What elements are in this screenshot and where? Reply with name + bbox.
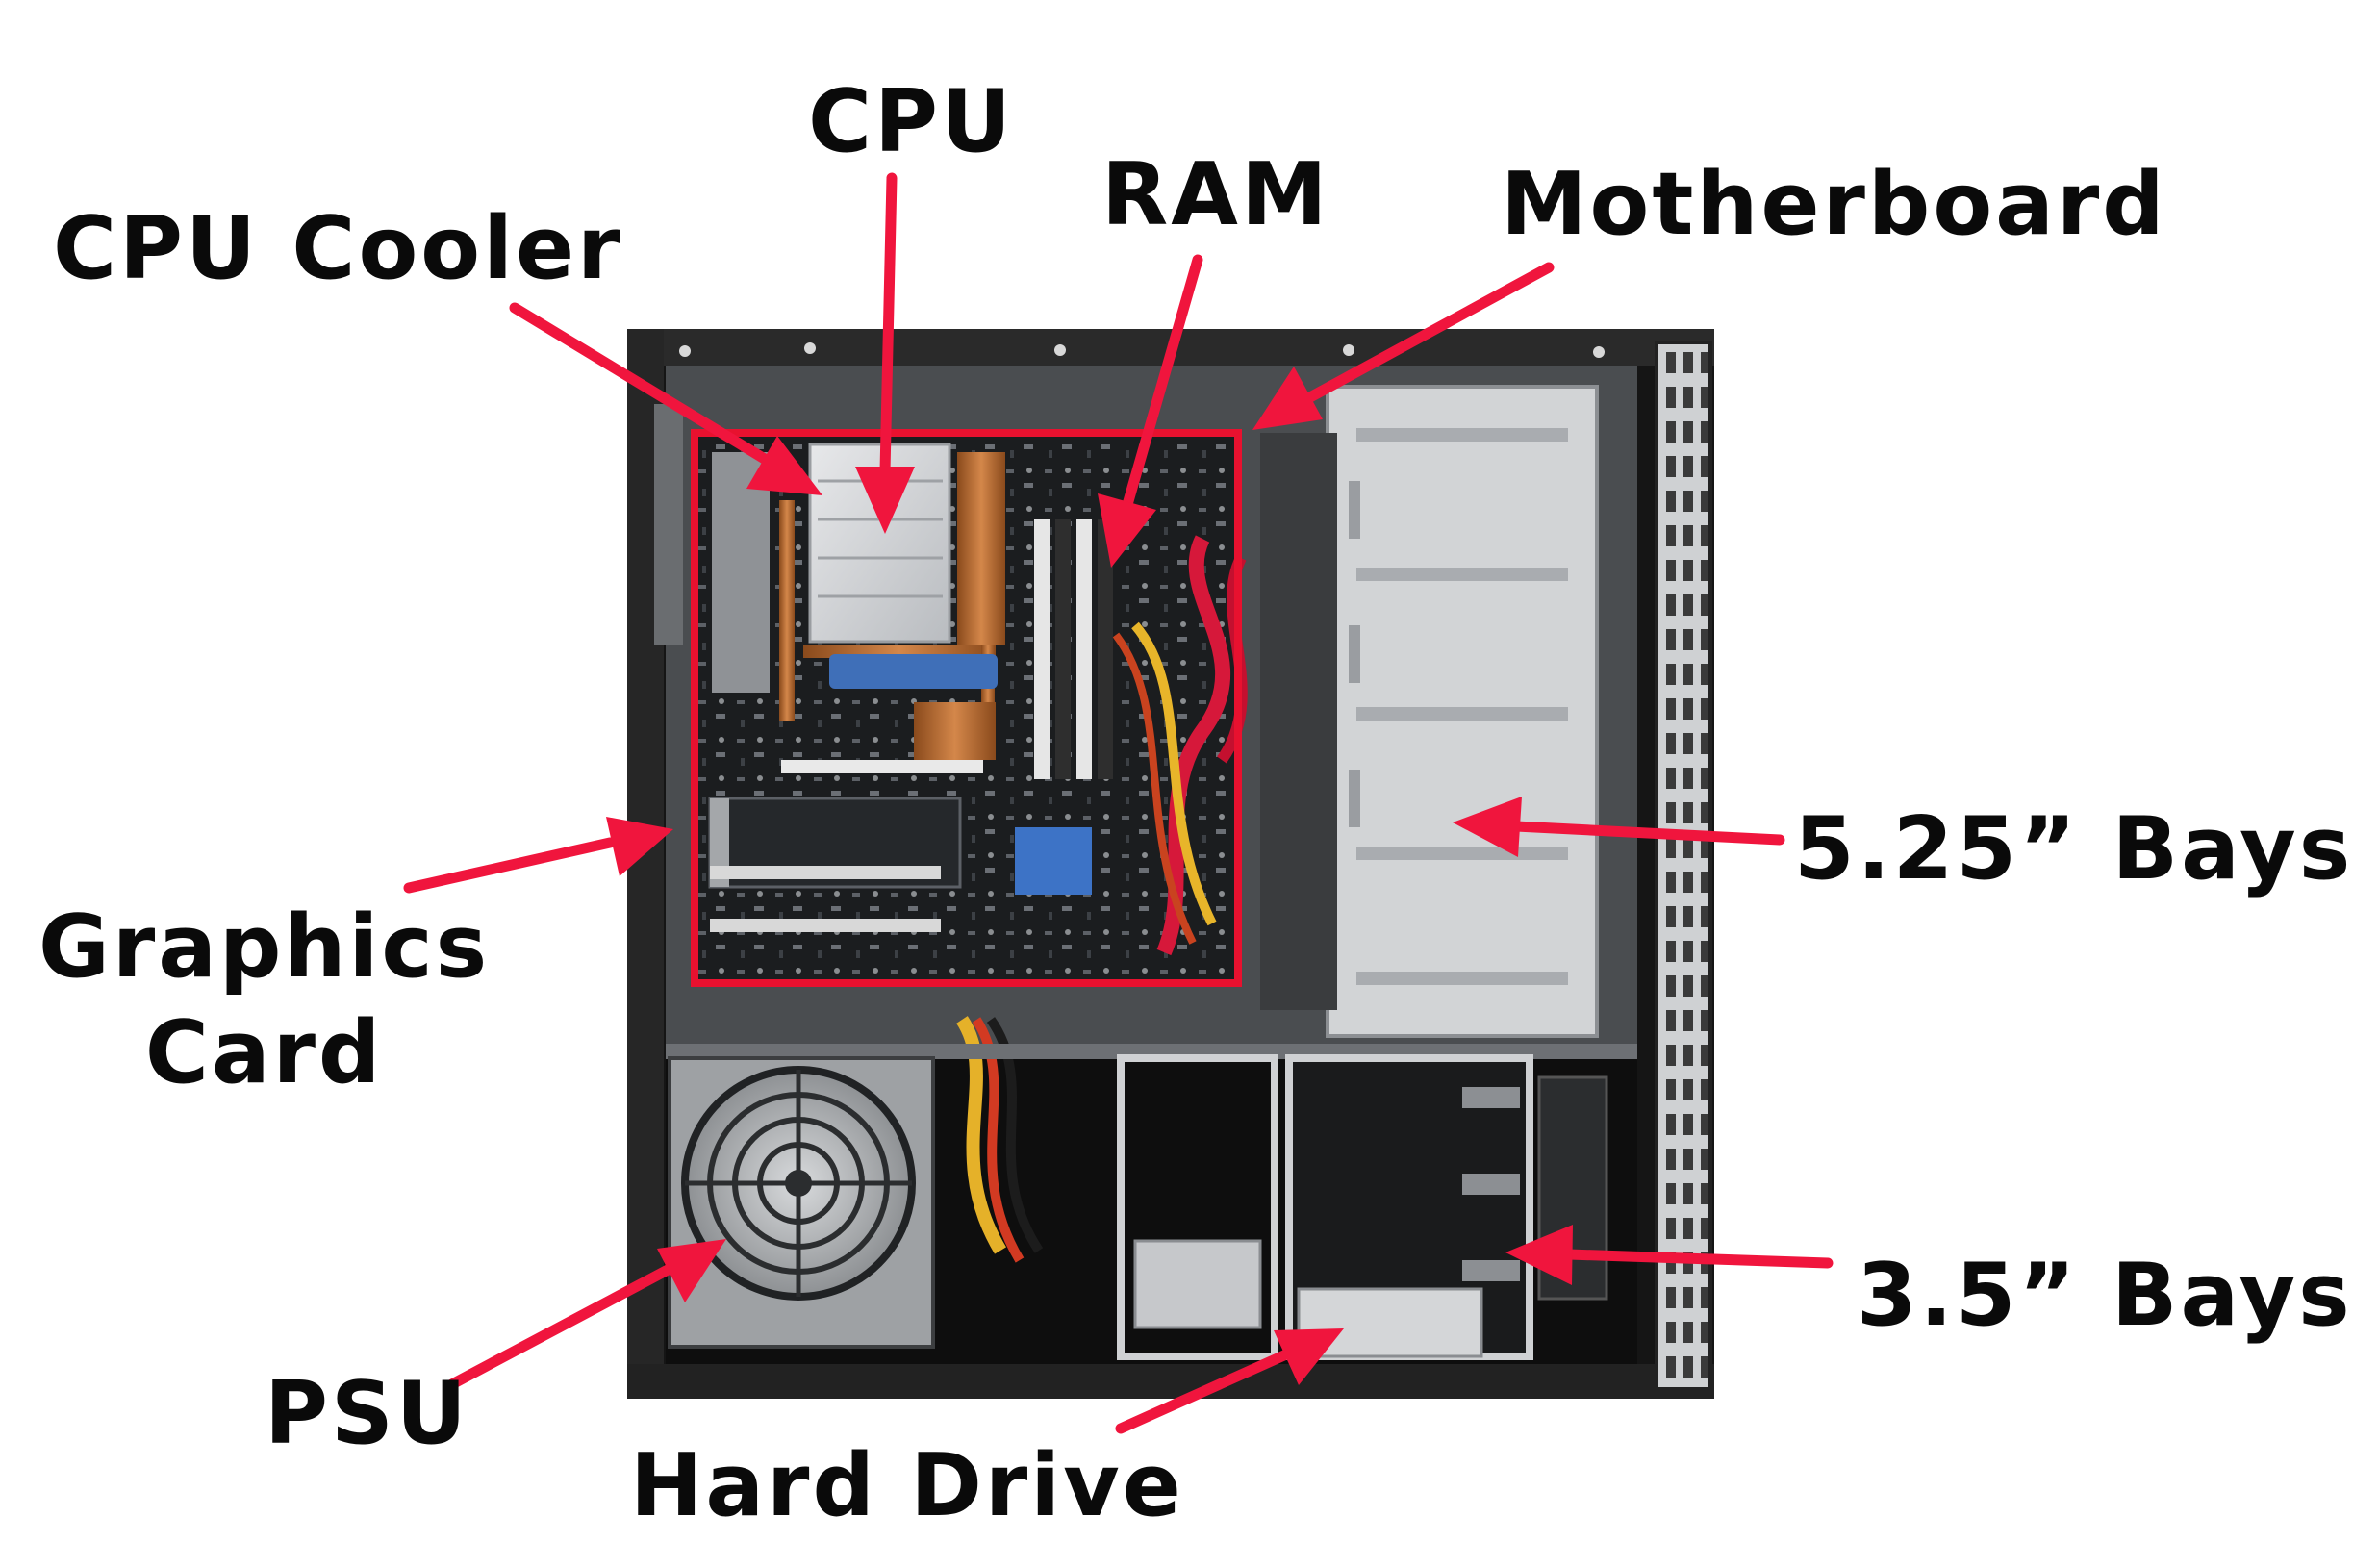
drive-rail	[1462, 1260, 1520, 1281]
pcie-slot	[781, 760, 983, 773]
copper-fin-stack	[957, 452, 1005, 645]
cage-tab	[1349, 481, 1360, 539]
power-cable	[1112, 632, 1197, 945]
pcie-slot	[710, 919, 941, 932]
case-bottom-rail	[627, 1364, 1714, 1399]
label-psu: PSU	[265, 1363, 469, 1464]
heatpipe	[779, 500, 795, 721]
drive-cage-side	[1260, 433, 1337, 1010]
ram-slot	[1098, 519, 1113, 779]
arrow-psu	[444, 1239, 726, 1391]
rear-fan-left	[654, 404, 683, 645]
label-hard-drive: Hard Drive	[630, 1435, 1184, 1536]
psu-cable-bundle	[956, 1016, 1007, 1254]
arrow-hard-drive	[1115, 1328, 1344, 1434]
ram-slot	[1034, 519, 1050, 779]
ram-slot	[1055, 519, 1071, 779]
northbridge-heatsink	[914, 702, 996, 760]
label-graphics-card: Graphics Card	[38, 895, 490, 1106]
graphics-card-bracket	[710, 798, 729, 887]
arrow-motherboard	[1252, 262, 1555, 430]
drive-rail	[1462, 1174, 1520, 1195]
sata-cable	[1156, 535, 1230, 956]
ram-slot	[1076, 519, 1092, 779]
label-35-bays: 3.5” Bays	[1857, 1245, 2353, 1346]
arrow-ram	[1098, 254, 1203, 568]
screw	[1593, 346, 1605, 358]
bay-slot	[1356, 847, 1568, 860]
screw	[1054, 344, 1066, 356]
power-cable	[1131, 621, 1217, 926]
label-525-bays: 5.25” Bays	[1794, 798, 2353, 899]
label-cpu: CPU	[808, 71, 1015, 172]
label-cpu-cooler: CPU Cooler	[53, 198, 623, 299]
pcie-slot	[710, 866, 941, 879]
arrow-cpu	[855, 172, 915, 534]
bay-slot	[1356, 707, 1568, 721]
cage-tab	[1349, 625, 1360, 683]
screw	[804, 342, 816, 354]
io-shield	[712, 452, 770, 693]
label-graphics-card-line1: Graphics	[38, 897, 491, 998]
bay-slot	[1356, 568, 1568, 581]
arrow-35-bays	[1505, 1225, 1834, 1285]
cage-tab	[1349, 770, 1360, 827]
label-graphics-card-line2: Card	[144, 1002, 384, 1103]
arrow-525-bays	[1453, 797, 1785, 857]
motherboard-highlight-box	[691, 429, 1242, 987]
drive-rail	[1462, 1087, 1520, 1108]
label-motherboard: Motherboard	[1501, 154, 2167, 255]
drive-cage-35	[1117, 1054, 1278, 1360]
screw	[679, 345, 691, 357]
screw	[1343, 344, 1354, 356]
arrow-cpu-cooler	[509, 302, 822, 495]
drive-sled	[1133, 1239, 1262, 1329]
arrow-graphics-card	[403, 817, 673, 894]
southbridge-heatsink	[1015, 827, 1092, 895]
chipset-heatsink	[829, 654, 998, 689]
case-right-vent-strip	[1655, 341, 1712, 1391]
label-ram: RAM	[1101, 144, 1330, 245]
bay-slot	[1356, 972, 1568, 985]
bay-slot	[1356, 428, 1568, 442]
